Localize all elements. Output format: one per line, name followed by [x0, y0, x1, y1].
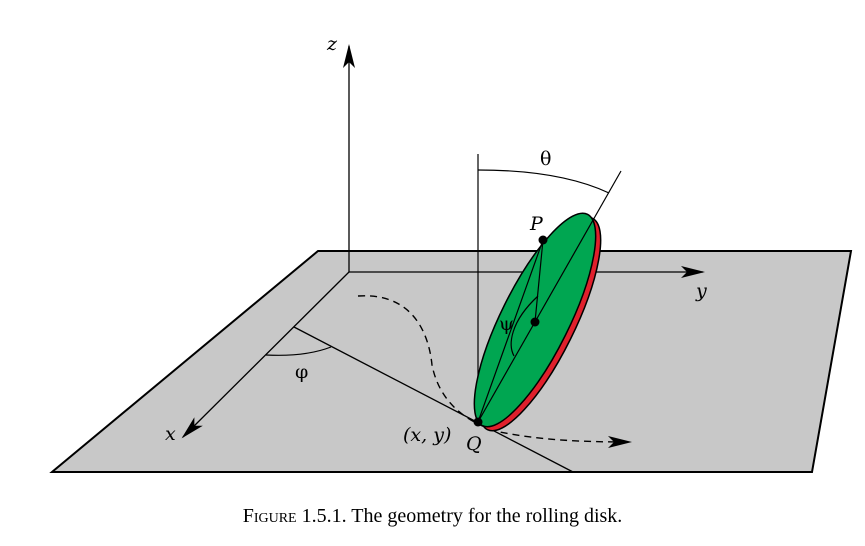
point-q-label: Q [466, 433, 482, 455]
ground-plane [49, 250, 853, 473]
disk-center-point [530, 317, 540, 327]
point-p [538, 235, 548, 245]
z-axis-label: z [326, 33, 338, 55]
contact-trajectory-path [357, 295, 632, 448]
y-axis-label: y [695, 280, 707, 302]
contact-coordinates-label: (x, y) [403, 424, 451, 446]
point-p-label: P [529, 213, 544, 235]
caption-figure-word: Figure [242, 505, 297, 527]
ground-line-through-q [293, 326, 574, 473]
phi-label: φ [295, 361, 308, 383]
p-to-center-line [534, 239, 544, 323]
x-axis [181, 271, 350, 439]
q-to-p-line [477, 239, 544, 423]
theta-angle-arc [477, 169, 610, 194]
point-q [473, 417, 483, 427]
disk-tilt-line [477, 170, 622, 423]
psi-label: ψ [499, 313, 514, 335]
psi-angle-arc [510, 295, 539, 357]
caption-number: 1.5.1. [301, 505, 347, 527]
figure-caption: Figure 1.5.1. The geometry for the rolli… [0, 505, 865, 528]
x-axis-label: x [165, 423, 176, 445]
theta-label: θ [540, 148, 551, 170]
caption-text: The geometry for the rolling disk. [351, 505, 623, 527]
phi-angle-arc [265, 346, 332, 356]
